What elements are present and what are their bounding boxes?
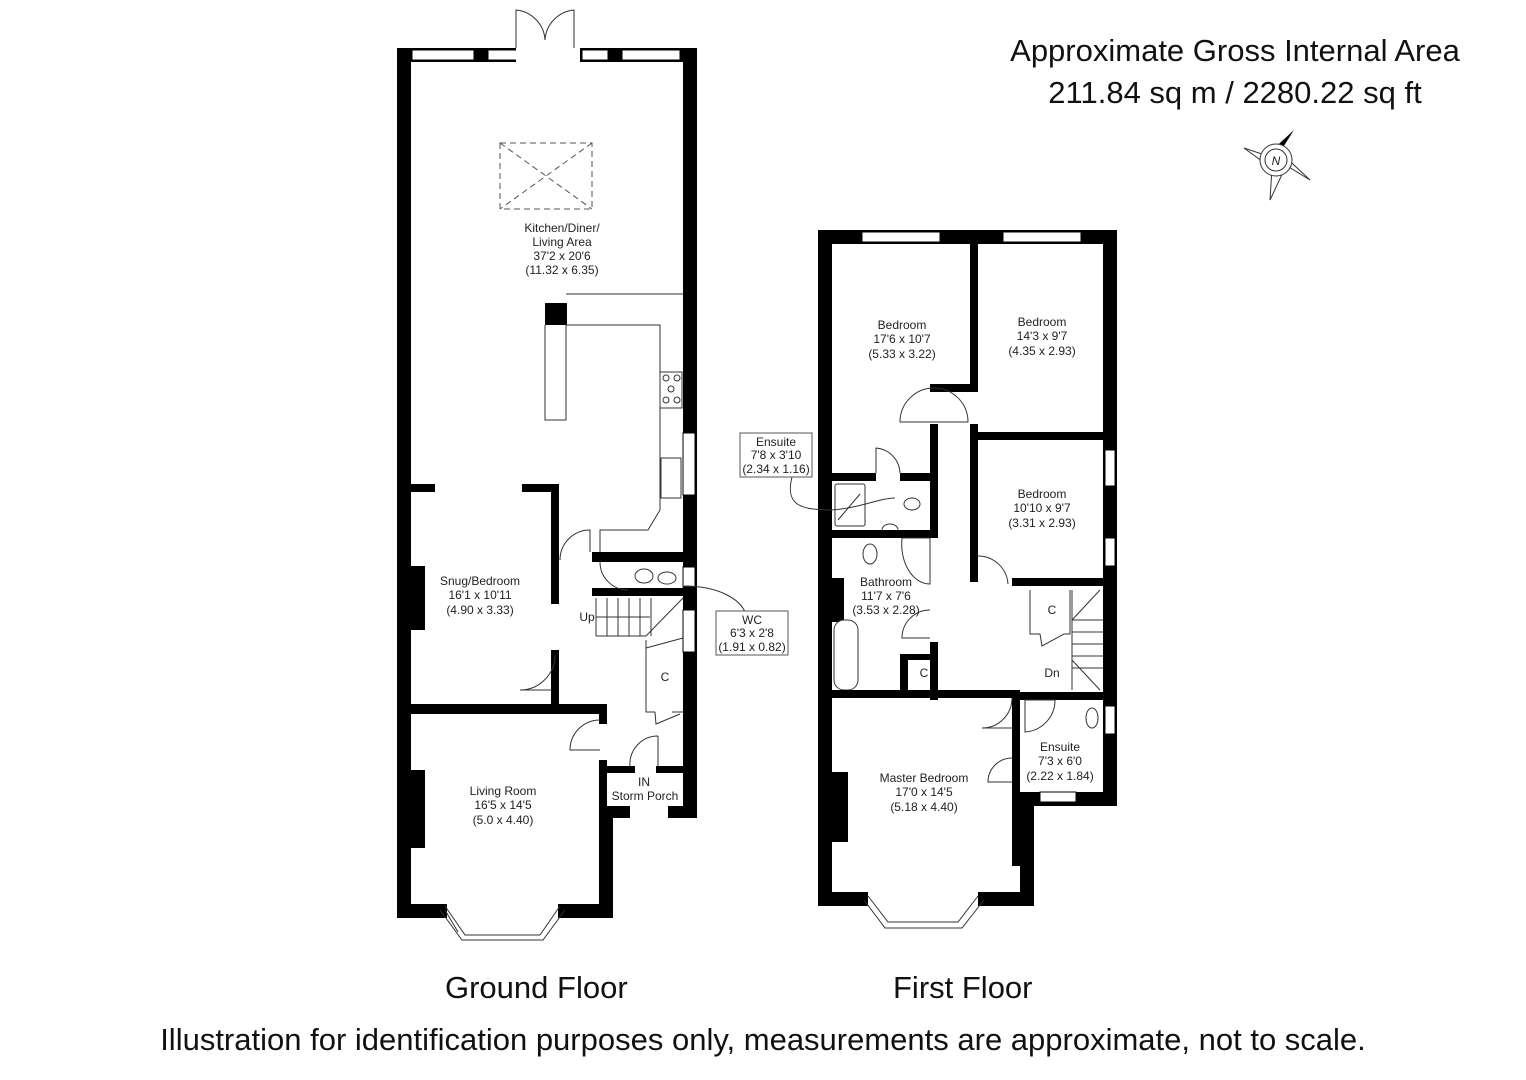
- room-name-storm-porch: Storm Porch: [612, 789, 679, 803]
- room-name-wc: WC: [742, 613, 762, 627]
- room-name-kitchen: Kitchen/Diner/: [524, 221, 600, 235]
- room-metric-ensuite: (2.34 x 1.16): [742, 462, 809, 476]
- gross-area-value: 211.84 sq m / 2280.22 sq ft: [1048, 75, 1422, 110]
- room-metric-living: (5.0 x 4.40): [473, 813, 534, 827]
- room-name-cupboard-bath: C: [920, 666, 929, 680]
- compass-north-icon: N: [1243, 130, 1311, 201]
- wc-callout: [715, 610, 789, 656]
- room-name-living: Living Room: [470, 784, 537, 798]
- entrance-label: IN: [638, 775, 650, 789]
- room-dims-master: 17'0 x 14'5: [895, 785, 953, 799]
- disclaimer-text: Illustration for identification purposes…: [160, 1022, 1366, 1057]
- room-dims-bedroom-2: 14'3 x 9'7: [1017, 329, 1068, 343]
- room-metric-wc: (1.91 x 0.82): [718, 640, 785, 654]
- room-dims-wc: 6'3 x 2'8: [730, 626, 774, 640]
- room-metric-bathroom: (3.53 x 2.28): [852, 603, 919, 617]
- first-floor-label: First Floor: [893, 970, 1033, 1005]
- room-metric-ensuite-master: (2.22 x 1.84): [1026, 769, 1093, 783]
- room-metric-bedroom-1: (5.33 x 3.22): [868, 347, 935, 361]
- room-dims-ensuite-master: 7'3 x 6'0: [1038, 754, 1082, 768]
- gross-area-title: Approximate Gross Internal Area: [1010, 33, 1460, 68]
- room-name-bedroom-1: Bedroom: [878, 318, 927, 332]
- room-name-snug: Snug/Bedroom: [440, 574, 520, 588]
- room-dims-snug: 16'1 x 10'11: [448, 588, 511, 602]
- room-name-ensuite: Ensuite: [756, 435, 796, 449]
- room-name-bedroom-2: Bedroom: [1018, 315, 1067, 329]
- room-name-master: Master Bedroom: [880, 771, 969, 785]
- first-floor-plan: C C: [818, 230, 1117, 929]
- room-dims-kitchen: 37'2 x 20'6: [533, 249, 591, 263]
- ground-floor-label: Ground Floor: [445, 970, 628, 1005]
- ensuite-callout: [739, 432, 813, 478]
- room-dims-bedroom-1: 17'6 x 10'7: [873, 332, 931, 346]
- room-name-bathroom: Bathroom: [860, 575, 912, 589]
- ground-floor-plan: [397, 9, 697, 941]
- room-dims-bedroom-3: 10'10 x 9'7: [1013, 501, 1071, 515]
- room-metric-master: (5.18 x 4.40): [890, 800, 957, 814]
- room-metric-kitchen: (11.32 x 6.35): [525, 263, 598, 277]
- room-name-cupboard: C: [661, 670, 670, 684]
- room-dims-bathroom: 11'7 x 7'6: [861, 589, 911, 603]
- stairs-down-label: Dn: [1044, 666, 1059, 680]
- room-dims-ensuite: 7'8 x 3'10: [751, 448, 802, 462]
- room-metric-bedroom-3: (3.31 x 2.93): [1008, 516, 1075, 530]
- room-name-cupboard-landing: C: [1048, 603, 1057, 617]
- stairs-up-label: Up: [579, 610, 595, 624]
- room-name-kitchen-2: Living Area: [532, 235, 592, 249]
- room-dims-living: 16'5 x 14'5: [474, 798, 532, 812]
- room-name-ensuite-master: Ensuite: [1040, 740, 1080, 754]
- room-metric-snug: (4.90 x 3.33): [446, 603, 513, 617]
- room-name-bedroom-3: Bedroom: [1018, 487, 1067, 501]
- gross-area-header: Approximate Gross Internal Area 211.84 s…: [985, 30, 1485, 114]
- compass-n-label: N: [1272, 154, 1281, 168]
- room-metric-bedroom-2: (4.35 x 2.93): [1008, 344, 1075, 358]
